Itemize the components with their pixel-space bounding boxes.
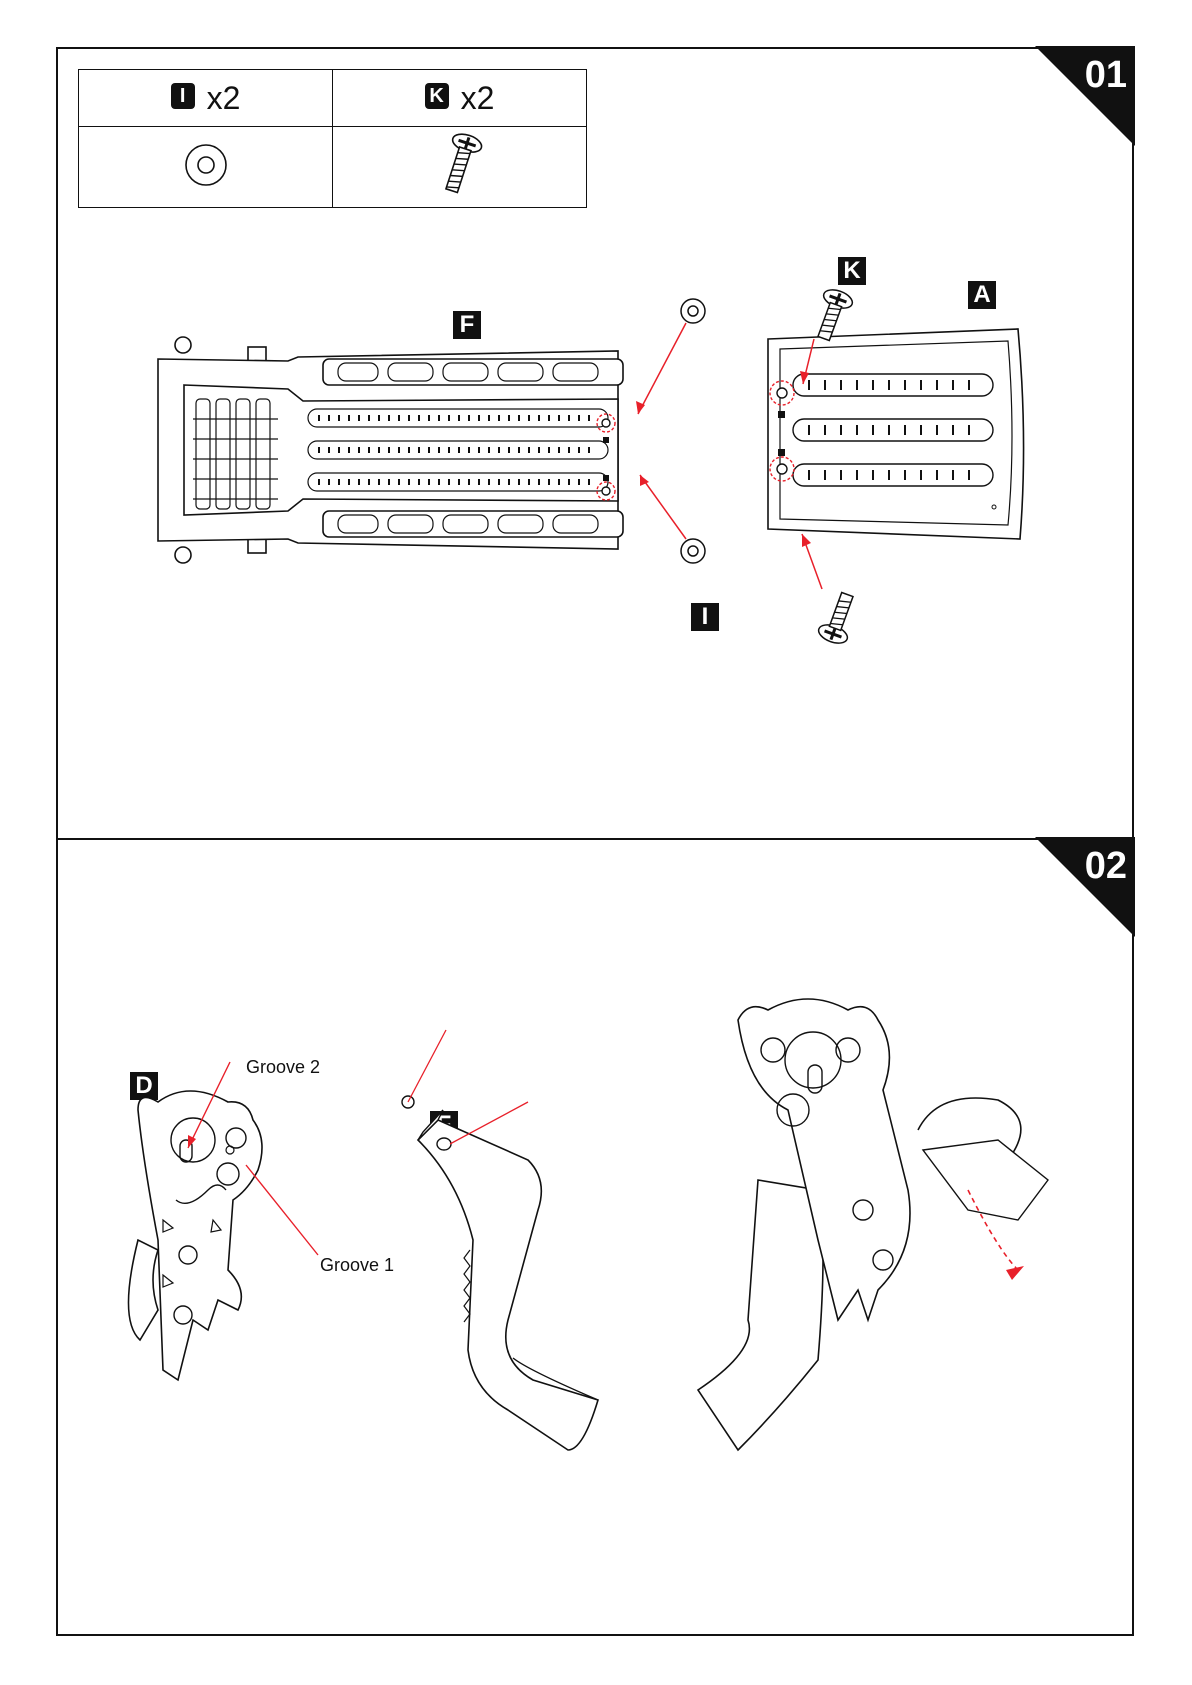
groove-2-callout: Groove 2 [246, 1057, 320, 1078]
step-number: 01 [1085, 54, 1127, 97]
step-number: 02 [1085, 845, 1127, 888]
step-number-corner: 02 [1035, 837, 1135, 937]
arm-d-drawing [118, 1080, 318, 1400]
part-quantity: x2 [207, 81, 241, 117]
part-letter-badge: I [171, 83, 195, 109]
washer-arrows [618, 289, 738, 609]
part-k-image [333, 127, 587, 208]
frame-f-drawing [148, 329, 698, 629]
part-i-image [79, 127, 333, 208]
assembled-pedal-drawing [698, 990, 1138, 1490]
screw-icon [435, 132, 485, 198]
part-letter-badge: K [425, 83, 449, 109]
pedal-f-drawing [378, 1040, 648, 1460]
step-number-corner: 01 [1035, 46, 1135, 146]
screw-k-arrows [778, 259, 898, 679]
part-quantity: x2 [461, 81, 495, 117]
washer-icon [181, 140, 231, 190]
step-02-panel: 02 D F Groove 2 Groove 1 [56, 840, 1134, 1636]
label-part-a: A [968, 281, 996, 309]
